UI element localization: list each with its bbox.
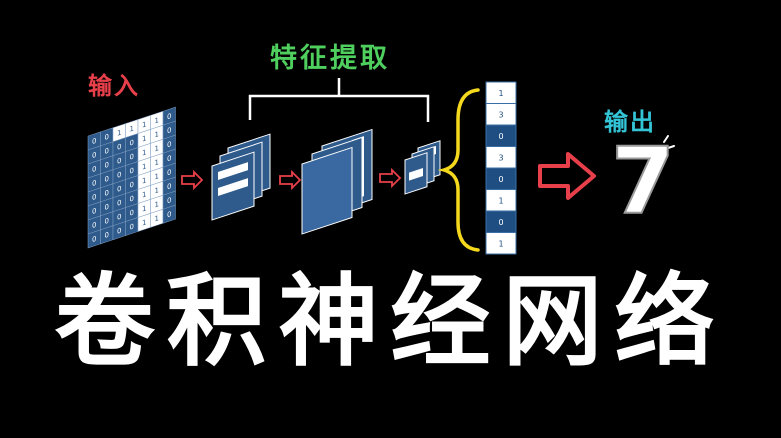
grid-cell-value: 0 [117, 169, 122, 179]
grid-cell-value: 1 [155, 185, 159, 195]
grid-cell-value: 1 [155, 143, 159, 153]
input-label: 输入 [88, 72, 140, 100]
grid-cell-value: 1 [142, 133, 146, 143]
vector-cell-value: 0 [498, 218, 503, 227]
vector-cell-value: 1 [498, 239, 503, 248]
grid-cell-value: 0 [92, 192, 97, 202]
grid-cell-value: 1 [155, 115, 159, 125]
feature-map-1a [211, 151, 255, 221]
grid-cell-value: 0 [105, 202, 110, 212]
grid-cell-value: 0 [130, 179, 135, 189]
grid-cell-value: 0 [117, 197, 122, 207]
grid-cell-value: 0 [130, 165, 135, 175]
grid-cell-value: 1 [155, 129, 159, 139]
grid-cell-value: 0 [92, 234, 97, 244]
grid-cell-value: 1 [155, 213, 159, 223]
grid-cell-value: 0 [130, 137, 135, 147]
grid-cell-value: 0 [92, 164, 97, 174]
grid-cell-value: 0 [117, 141, 122, 151]
grid-cell-value: 1 [142, 175, 146, 185]
grid-cell-value: 1 [142, 203, 146, 213]
grid-cell-value: 0 [167, 125, 172, 135]
grid-cell-value: 0 [105, 160, 110, 170]
grid-cell-value: 0 [105, 146, 110, 156]
output-digit: 7 [610, 128, 676, 235]
grid-cell-value: 0 [167, 167, 172, 177]
grid-cell-value: 1 [142, 161, 146, 171]
grid-cell-value: 1 [155, 171, 159, 181]
bracket-icon [248, 94, 430, 122]
grid-cell-value: 1 [142, 119, 146, 129]
vector-cell-value: 3 [498, 153, 503, 162]
feature-map-stage-2 [301, 128, 373, 235]
grid-cell-value: 1 [142, 217, 146, 227]
grid-cell-value: 0 [92, 136, 97, 146]
page-title: 卷积神经网络 [54, 263, 727, 380]
feature-extraction-bracket [248, 78, 430, 122]
feature-extraction-label: 特征提取 [270, 43, 390, 74]
grid-cell [162, 204, 176, 224]
grid-cell-value: 0 [105, 216, 110, 226]
grid-cell-value: 0 [105, 230, 110, 240]
vector-cell-value: 3 [498, 110, 503, 119]
grid-cell-value: 1 [155, 157, 159, 167]
grid-cell-value: 0 [92, 220, 97, 230]
grid-cell-value: 0 [105, 174, 110, 184]
grid-cell-value: 1 [117, 128, 121, 138]
feature-map-stage-1 [211, 133, 271, 221]
grid-cell-value: 0 [167, 139, 172, 149]
arrow-right-outline-icon [181, 169, 204, 191]
feature-map-2a [301, 146, 353, 235]
grid-cell-value: 1 [142, 189, 146, 199]
feature-vector: 1 3 0 3 0 1 0 1 [485, 81, 517, 255]
grid-cell-value: 0 [105, 188, 110, 198]
grid-cell-value: 0 [117, 155, 122, 165]
grid-cell-value: 0 [130, 221, 135, 231]
grid-cell-value: 0 [130, 207, 135, 217]
vector-cell-value: 1 [498, 196, 503, 205]
feature-map-3a [404, 152, 428, 195]
grid-cell-value: 0 [92, 178, 97, 188]
grid-cell-value: 0 [167, 181, 172, 191]
grid-cell-value: 0 [167, 153, 172, 163]
grid-cell-value: 0 [167, 209, 172, 219]
grid-cell-value: 1 [142, 147, 146, 157]
grid-cell-value: 0 [117, 225, 122, 235]
arrow-right-outline-icon [538, 152, 596, 200]
arrow-right-outline-icon [379, 167, 402, 189]
feature-map-stage-3 [404, 140, 441, 195]
vector-cell-value: 0 [498, 132, 503, 141]
output-label: 输出 [604, 108, 656, 136]
grid-cell-value: 0 [117, 183, 122, 193]
grid-cell-value: 0 [92, 150, 97, 160]
vector-cell-value: 0 [498, 175, 503, 184]
sparkle-icon [663, 135, 675, 149]
vector-cell-value: 1 [498, 89, 503, 98]
curly-brace-icon [437, 88, 480, 252]
arrow-right-outline-icon [279, 169, 302, 191]
grid-cell-value: 0 [105, 132, 110, 142]
grid-cell-value: 0 [92, 206, 97, 216]
grid-cell-value: 0 [130, 193, 135, 203]
vector-cell [485, 232, 517, 255]
grid-cell-value: 0 [117, 211, 122, 221]
grid-cell-value: 1 [155, 199, 159, 209]
grid-cell-value: 1 [130, 124, 134, 134]
grid-cell-value: 0 [167, 111, 172, 121]
grid-cell-value: 0 [167, 195, 172, 205]
grid-cell-value: 0 [130, 151, 135, 161]
